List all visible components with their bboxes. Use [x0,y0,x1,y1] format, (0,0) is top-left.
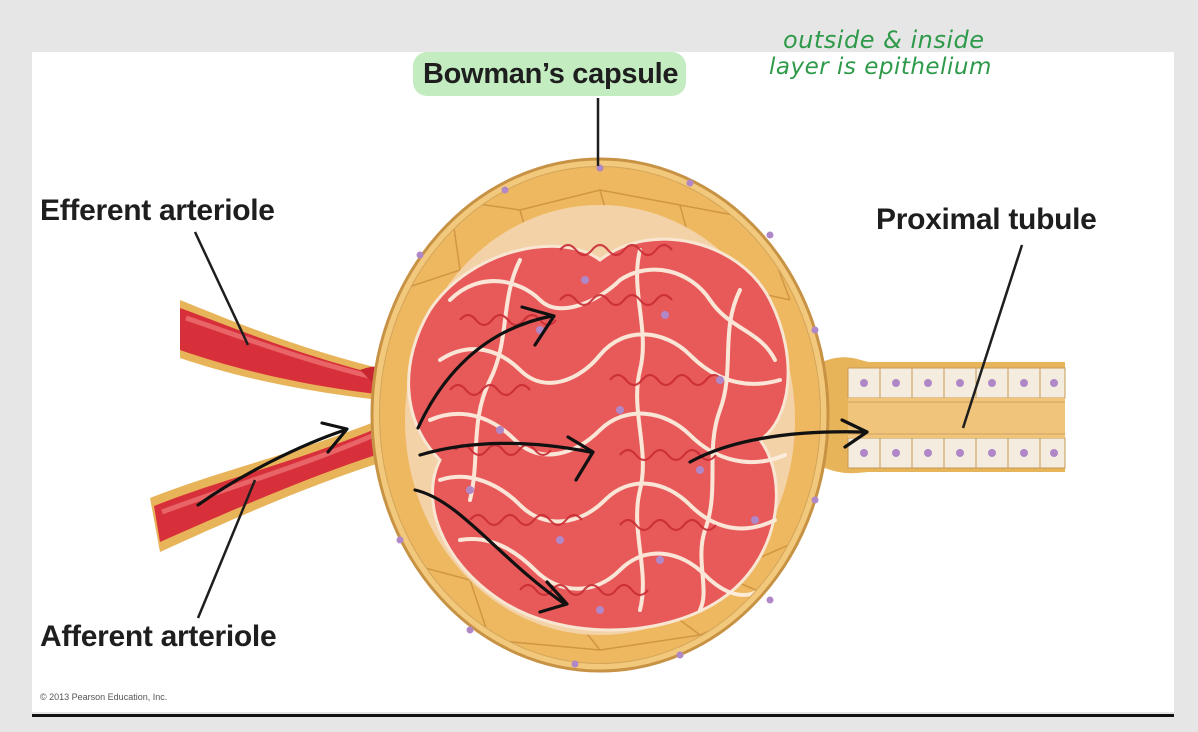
arrow-upper [416,314,554,430]
handwritten-note-line-2: layer is epithelium [769,54,992,80]
glomerular-capillaries [405,205,795,635]
handwritten-note-line-1: outside & inside [783,26,985,54]
label-proximal-tubule: Proximal tubule [876,203,1097,236]
leader-lines [193,98,1024,619]
label-afferent-arteriole: Afferent arteriole [40,620,277,653]
arrow-afferent-in [196,428,347,507]
arrow-middle [418,441,592,457]
arrow-tubule [688,430,867,464]
label-bowmans-capsule: Bowman’s capsule [413,52,687,96]
bottom-divider [32,714,1174,717]
label-efferent-arteriole: Efferent arteriole [40,194,275,227]
copyright-credit: © 2013 Pearson Education, Inc. [40,692,168,702]
arrow-lower [413,488,567,606]
flow-arrows [196,305,869,614]
